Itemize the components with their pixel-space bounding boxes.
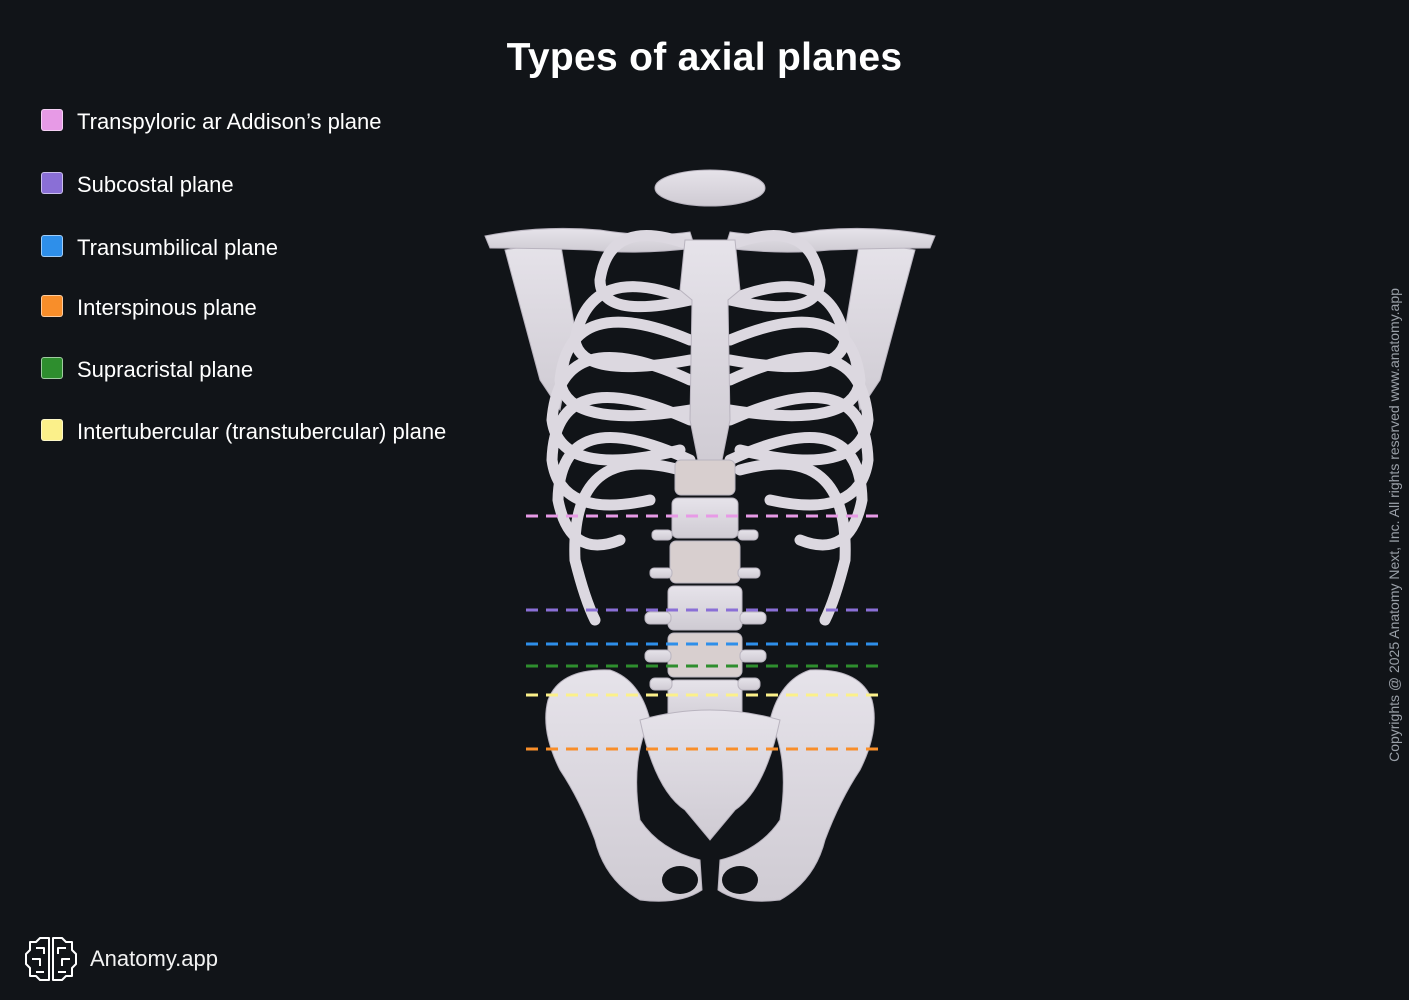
legend-item-interspinous: Interspinous plane	[41, 294, 467, 322]
legend-label: Transumbilical plane	[77, 235, 278, 260]
skeleton-illustration	[484, 169, 936, 902]
legend-item-subcostal: Subcostal plane	[41, 171, 467, 199]
legend-label: Interspinous plane	[77, 295, 257, 320]
left-hip-bone	[545, 669, 703, 902]
color-swatch	[41, 235, 63, 257]
legend-item-supracristal: Supracristal plane	[41, 356, 467, 384]
legend-label: Supracristal plane	[77, 357, 254, 382]
legend-label: Intertubercular (transtubercular) plane	[77, 419, 447, 444]
legend-label: Transpyloric ar Addison’s plane	[77, 109, 382, 134]
legend-item-transumbilical: Transumbilical plane	[41, 234, 467, 262]
legend-label: Subcostal plane	[77, 172, 234, 197]
brand-logo: Anatomy.app	[24, 934, 218, 984]
color-swatch	[41, 109, 63, 131]
brain-icon	[25, 937, 77, 981]
color-swatch	[41, 295, 63, 317]
copyright-notice: Copyrights @ 2025 Anatomy Next, Inc. All…	[1386, 288, 1402, 762]
rib-cage	[546, 230, 874, 626]
legend-item-transpyloric: Transpyloric ar Addison’s plane	[41, 108, 467, 136]
color-swatch	[41, 172, 63, 194]
sacrum	[639, 709, 781, 841]
color-swatch	[41, 357, 63, 379]
page-title: Types of axial planes	[506, 36, 903, 79]
brand-name: Anatomy.app	[90, 946, 219, 971]
right-hip-bone	[717, 669, 875, 902]
color-swatch	[41, 419, 63, 441]
legend-item-intertubercular: Intertubercular (transtubercular) plane	[41, 418, 467, 446]
